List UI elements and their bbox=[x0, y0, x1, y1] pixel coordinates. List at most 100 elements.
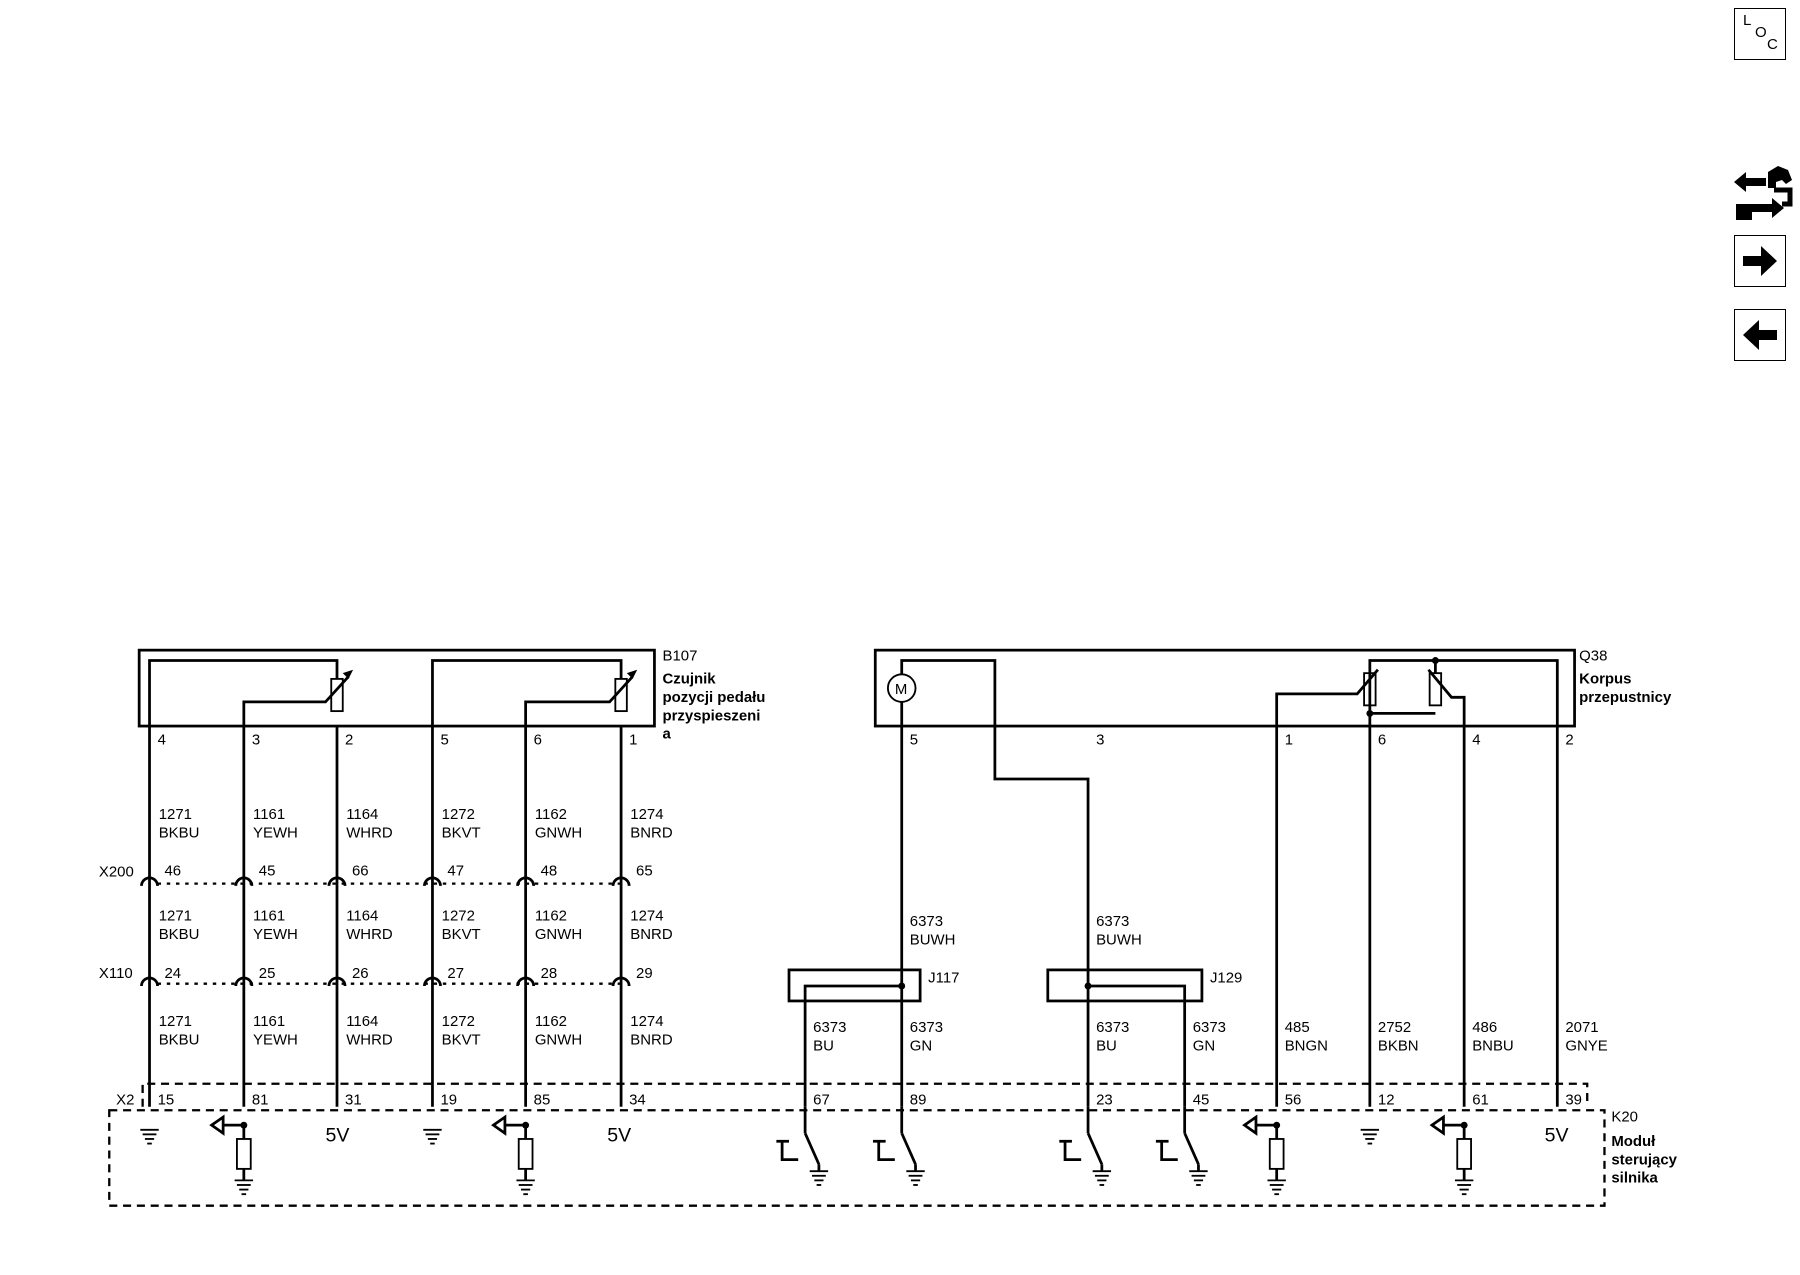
connector-cavity-icon bbox=[611, 976, 631, 987]
q38-name: przepustnicy bbox=[1579, 689, 1672, 706]
wire-color: BU bbox=[813, 1037, 834, 1054]
resistor-icon bbox=[1268, 1138, 1285, 1170]
resistor-icon bbox=[517, 1138, 534, 1170]
wire-number: 6373 bbox=[1096, 913, 1129, 930]
b107-name: przyspieszeni bbox=[662, 707, 760, 724]
wiper bbox=[1275, 668, 1379, 1107]
wire-number: 1161 bbox=[253, 907, 285, 924]
wire-color: WHRD bbox=[346, 1032, 393, 1049]
q38-pin: 4 bbox=[1472, 731, 1480, 748]
wire-color: GNWH bbox=[535, 825, 582, 842]
x110-pin: 25 bbox=[259, 965, 276, 982]
k20-module-outline bbox=[108, 1109, 1606, 1207]
wire-color: BUWH bbox=[910, 932, 956, 949]
q38-component-box bbox=[873, 648, 1576, 728]
x2-pin: 15 bbox=[158, 1091, 175, 1108]
b107-name: a bbox=[662, 726, 671, 743]
wire-color: YEWH bbox=[253, 825, 298, 842]
wire-color: BNRD bbox=[630, 1032, 673, 1049]
connector-cavity-icon bbox=[140, 876, 159, 887]
q38-name: Korpus bbox=[1579, 671, 1631, 688]
wire-number: 486 bbox=[1472, 1019, 1497, 1036]
x2-pin: 23 bbox=[1096, 1091, 1113, 1108]
input-arrow-icon bbox=[491, 1114, 526, 1136]
wire-color: YEWH bbox=[253, 1032, 298, 1049]
x2-pin: 61 bbox=[1472, 1091, 1489, 1108]
x110-label: X110 bbox=[99, 965, 133, 982]
x110-pin: 24 bbox=[164, 965, 181, 982]
wire-color: GN bbox=[1193, 1037, 1215, 1054]
wire-number: 1272 bbox=[442, 806, 475, 823]
b107-internal-loop bbox=[148, 659, 339, 727]
wire-number: 1161 bbox=[253, 1013, 285, 1030]
x110-pin: 29 bbox=[636, 965, 653, 982]
wire-color: BU bbox=[1096, 1037, 1117, 1054]
right-arrow-icon bbox=[1743, 246, 1777, 276]
x2-pin: 45 bbox=[1193, 1091, 1210, 1108]
x110-pin: 28 bbox=[541, 965, 558, 982]
wire-number: 1164 bbox=[346, 907, 378, 924]
wire-color: BNBU bbox=[1472, 1037, 1514, 1054]
b107-pin: 2 bbox=[345, 731, 353, 748]
splice-dot bbox=[1366, 709, 1374, 717]
connector-view-icon[interactable] bbox=[1732, 160, 1794, 226]
j129-label: J129 bbox=[1210, 970, 1242, 987]
x200-pin: 45 bbox=[259, 863, 276, 880]
wire-number: 485 bbox=[1285, 1019, 1310, 1036]
b107-pin: 4 bbox=[158, 731, 166, 748]
wire-number: 1161 bbox=[253, 806, 285, 823]
wire-color: WHRD bbox=[346, 926, 393, 943]
wire-j117 bbox=[803, 984, 902, 1107]
k20-id: K20 bbox=[1611, 1109, 1638, 1126]
wiper-arrow-icon bbox=[342, 669, 354, 679]
wire-color: BKBU bbox=[159, 1032, 200, 1049]
wire-color: BNGN bbox=[1285, 1037, 1328, 1054]
input-arrow-icon bbox=[209, 1114, 244, 1136]
connector-cavity-icon bbox=[611, 876, 631, 887]
x2-pin: 81 bbox=[252, 1091, 269, 1108]
x2-connector-outline bbox=[141, 1082, 1589, 1107]
wire-number: 1162 bbox=[535, 1013, 567, 1030]
loc-o: O bbox=[1755, 24, 1767, 41]
splice-dot bbox=[898, 982, 906, 990]
loc-c: C bbox=[1767, 36, 1778, 53]
x2-pin: 34 bbox=[629, 1091, 646, 1108]
previous-page-button[interactable] bbox=[1734, 309, 1786, 361]
x200-pin: 65 bbox=[636, 863, 653, 880]
q38-internal-loop bbox=[1368, 659, 1559, 1107]
q38-pin: 2 bbox=[1565, 731, 1573, 748]
x200-pin: 66 bbox=[352, 863, 369, 880]
q38-pin: 1 bbox=[1285, 731, 1293, 748]
wire-number: 1274 bbox=[630, 1013, 663, 1030]
wire-color: BKBN bbox=[1378, 1037, 1419, 1054]
b107-pin: 5 bbox=[441, 731, 449, 748]
x2-pin: 12 bbox=[1378, 1091, 1395, 1108]
switch-icon bbox=[1086, 1132, 1104, 1165]
splice-dot bbox=[1084, 982, 1092, 990]
x2-pin: 67 bbox=[813, 1091, 830, 1108]
wire-color: BKBU bbox=[159, 825, 200, 842]
wire-color: BKVT bbox=[442, 926, 481, 943]
connector-cavity-icon bbox=[140, 976, 159, 987]
wire-number: 6373 bbox=[1096, 1019, 1129, 1036]
b107-pin: 1 bbox=[629, 731, 637, 748]
wire-number: 1164 bbox=[346, 1013, 378, 1030]
wire-number: 6373 bbox=[813, 1019, 846, 1036]
supply-5v-label: 5V bbox=[325, 1124, 349, 1146]
switch-contact-icon bbox=[1063, 1141, 1082, 1162]
wiper bbox=[242, 675, 350, 727]
loc-button[interactable]: L O C bbox=[1734, 8, 1786, 60]
wiper bbox=[1427, 668, 1466, 1107]
wire-number: 2071 bbox=[1565, 1019, 1598, 1036]
wire-color: BNRD bbox=[630, 926, 673, 943]
k20-name: sterujący bbox=[1611, 1151, 1677, 1168]
next-page-button[interactable] bbox=[1734, 235, 1786, 287]
x2-label: X2 bbox=[116, 1091, 134, 1108]
j117-splice-box bbox=[787, 968, 922, 1003]
x2-pin: 39 bbox=[1565, 1091, 1582, 1108]
k20-name: silnika bbox=[1611, 1170, 1658, 1187]
supply-5v-label: 5V bbox=[607, 1124, 631, 1146]
wire-j129 bbox=[1088, 984, 1187, 1107]
left-arrow-icon bbox=[1743, 320, 1777, 350]
input-arrow-icon bbox=[1429, 1114, 1465, 1136]
